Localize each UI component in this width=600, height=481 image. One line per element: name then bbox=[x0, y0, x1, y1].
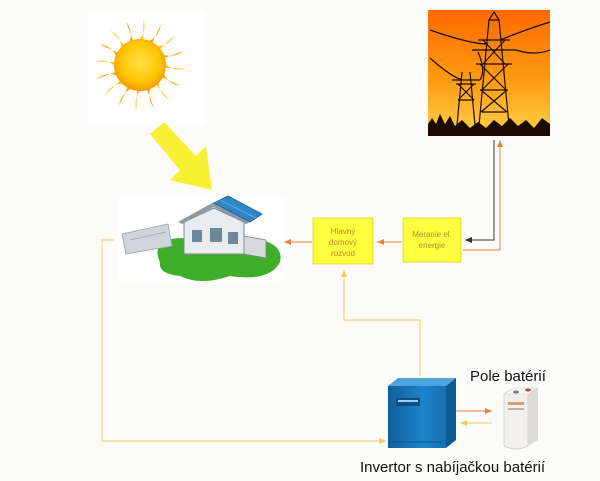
connectors bbox=[101, 140, 503, 444]
power-lines-icon bbox=[428, 10, 551, 137]
sun-icon bbox=[88, 10, 204, 126]
energy-meter-box: Meranie el. energie bbox=[402, 217, 462, 263]
sun-ray bbox=[160, 50, 184, 59]
sun-ray bbox=[163, 62, 186, 70]
solar-house-icon bbox=[118, 195, 286, 281]
sun-ray bbox=[96, 71, 120, 80]
sun-ray bbox=[154, 79, 170, 101]
sun-ray bbox=[125, 21, 134, 45]
sun-ray bbox=[137, 19, 145, 42]
sun-arrow bbox=[150, 122, 212, 190]
sun-ray bbox=[146, 85, 155, 109]
main-distribution-box: Hlavný domový rozvod bbox=[312, 217, 374, 265]
inverter-label: Invertor s nabíjačkou batérií bbox=[360, 459, 546, 476]
sun-ray bbox=[135, 88, 143, 111]
sun-ray bbox=[94, 60, 117, 68]
grid-to-meter-arrow bbox=[465, 140, 495, 243]
battery-icon bbox=[502, 387, 540, 450]
meter-line-2: energie bbox=[419, 241, 446, 250]
main-panel-line-2: domový bbox=[329, 238, 357, 247]
battery-bank-label: Pole batérií bbox=[470, 368, 547, 385]
solar-to-inverter-arrow bbox=[101, 239, 386, 444]
main-panel-line-1: Hlavný bbox=[331, 227, 355, 236]
sun-ray bbox=[104, 79, 126, 95]
sun-ray bbox=[154, 35, 176, 51]
meter-line-1: Meranie el. bbox=[412, 230, 452, 239]
inverter-icon bbox=[388, 378, 456, 448]
meter-to-grid-arrow bbox=[463, 140, 503, 251]
main-panel-line-3: rozvod bbox=[331, 249, 355, 258]
sun-ray bbox=[110, 29, 126, 51]
inverter-to-panel-arrow bbox=[341, 270, 421, 376]
